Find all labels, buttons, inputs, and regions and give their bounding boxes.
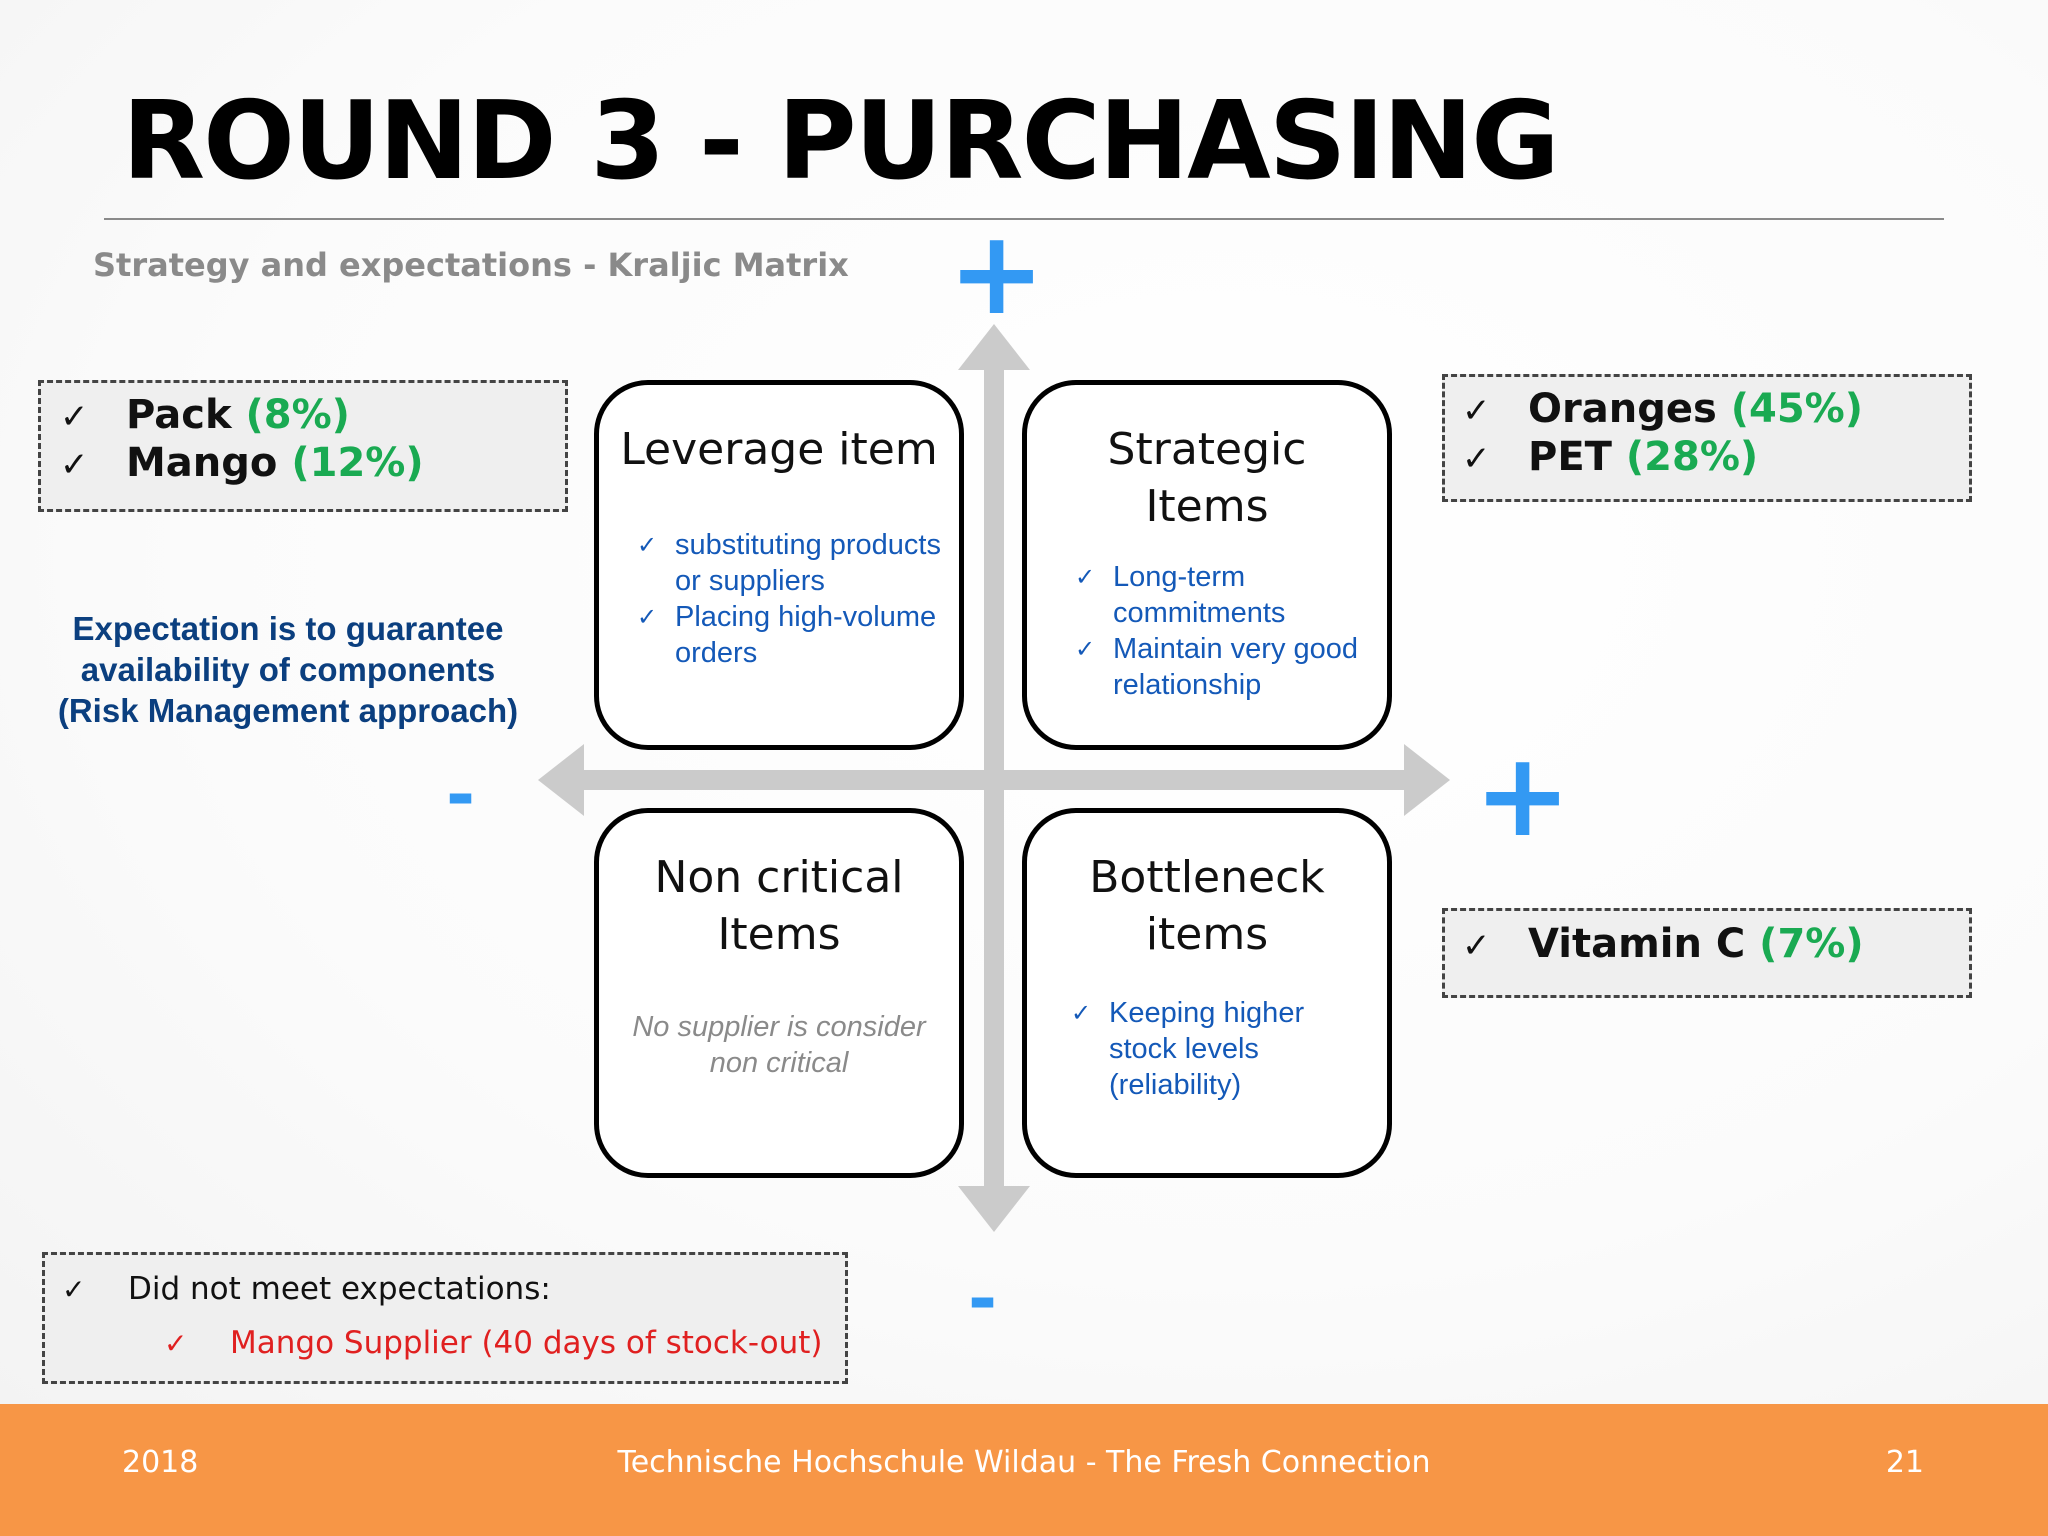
item-mango: ✓Mango (12%) (60, 439, 424, 489)
quadrant-title: Strategic Items (1107, 424, 1307, 532)
unmet-item: ✓Mango Supplier (40 days of stock-out) (164, 1325, 823, 1361)
check-icon: ✓ (1075, 563, 1096, 591)
leverage-items-box (38, 380, 568, 512)
quadrant-title: Leverage item (620, 424, 938, 475)
footer-page-number: 21 (1885, 1445, 1924, 1480)
page-subtitle: Strategy and expectations - Kraljic Matr… (93, 246, 849, 284)
unmet-heading: ✓Did not meet expectations: (62, 1271, 551, 1307)
quadrant-title: Bottleneck items (1089, 852, 1325, 960)
item-oranges: ✓Oranges (45%) (1462, 385, 1863, 435)
list-item: ✓Keeping higher stock levels (reliabilit… (1071, 997, 1305, 1101)
left-arrow-head (538, 744, 584, 816)
check-icon: ✓ (60, 445, 89, 485)
page-title: ROUND 3 - PURCHASING (122, 79, 1560, 204)
list-item: ✓Placing high-volume orders (637, 601, 937, 669)
strategic-items-box (1442, 374, 1972, 502)
unmet-expectations-box (42, 1252, 848, 1384)
quadrant-bullets: ✓Long-term commitments ✓Maintain very go… (1075, 559, 1385, 703)
list-item: ✓substituting products or suppliers (637, 529, 941, 597)
quadrant-note: No supplier is consider non critical (632, 1011, 926, 1079)
check-icon: ✓ (1462, 439, 1491, 479)
check-icon: ✓ (637, 531, 658, 559)
check-icon: ✓ (1075, 635, 1096, 663)
expectation-text: Expectation is to guarantee availability… (57, 610, 519, 729)
item-pet: ✓PET (28%) (1462, 433, 1758, 483)
quadrant-bottleneck: Bottleneck items ✓Keeping higher stock l… (1022, 808, 1392, 1178)
check-icon: ✓ (1462, 926, 1491, 966)
check-icon: ✓ (637, 603, 658, 631)
check-icon: ✓ (1071, 999, 1092, 1027)
minus-left-sign: - (446, 754, 476, 836)
horizontal-axis-shaft (580, 770, 1406, 790)
quadrant-leverage: Leverage item ✓substituting products or … (594, 380, 964, 750)
title-divider (104, 218, 1944, 220)
bottleneck-items-box (1442, 908, 1972, 998)
quadrant-bullets: ✓substituting products or suppliers ✓Pla… (637, 527, 957, 671)
check-icon: ✓ (60, 397, 89, 437)
footer-bar: 2018 Technische Hochschule Wildau - The … (0, 1404, 2048, 1536)
minus-bottom-sign: - (968, 1258, 998, 1340)
down-arrow-head (958, 1186, 1030, 1232)
list-item: ✓Maintain very good relationship (1075, 633, 1359, 701)
quadrant-strategic: Strategic Items ✓Long-term commitments ✓… (1022, 380, 1392, 750)
plus-top-sign: + (948, 206, 1046, 341)
item-pack: ✓Pack (8%) (60, 391, 350, 441)
check-icon: ✓ (62, 1273, 86, 1306)
check-icon: ✓ (164, 1327, 188, 1360)
plus-right-sign: + (1474, 728, 1572, 863)
quadrant-non-critical: Non critical Items No supplier is consid… (594, 808, 964, 1178)
quadrant-title: Non critical Items (654, 852, 904, 960)
check-icon: ✓ (1462, 391, 1491, 431)
footer-center-text: Technische Hochschule Wildau - The Fresh… (617, 1445, 1431, 1480)
item-vitamin-c: ✓Vitamin C (7%) (1462, 920, 1864, 970)
list-item: ✓Long-term commitments (1075, 561, 1286, 629)
quadrant-bullets: ✓Keeping higher stock levels (reliabilit… (1071, 995, 1331, 1103)
up-arrow-head (958, 324, 1030, 370)
kraljic-axes (538, 324, 1450, 1232)
footer-year: 2018 (122, 1445, 199, 1480)
right-arrow-head (1404, 744, 1450, 816)
